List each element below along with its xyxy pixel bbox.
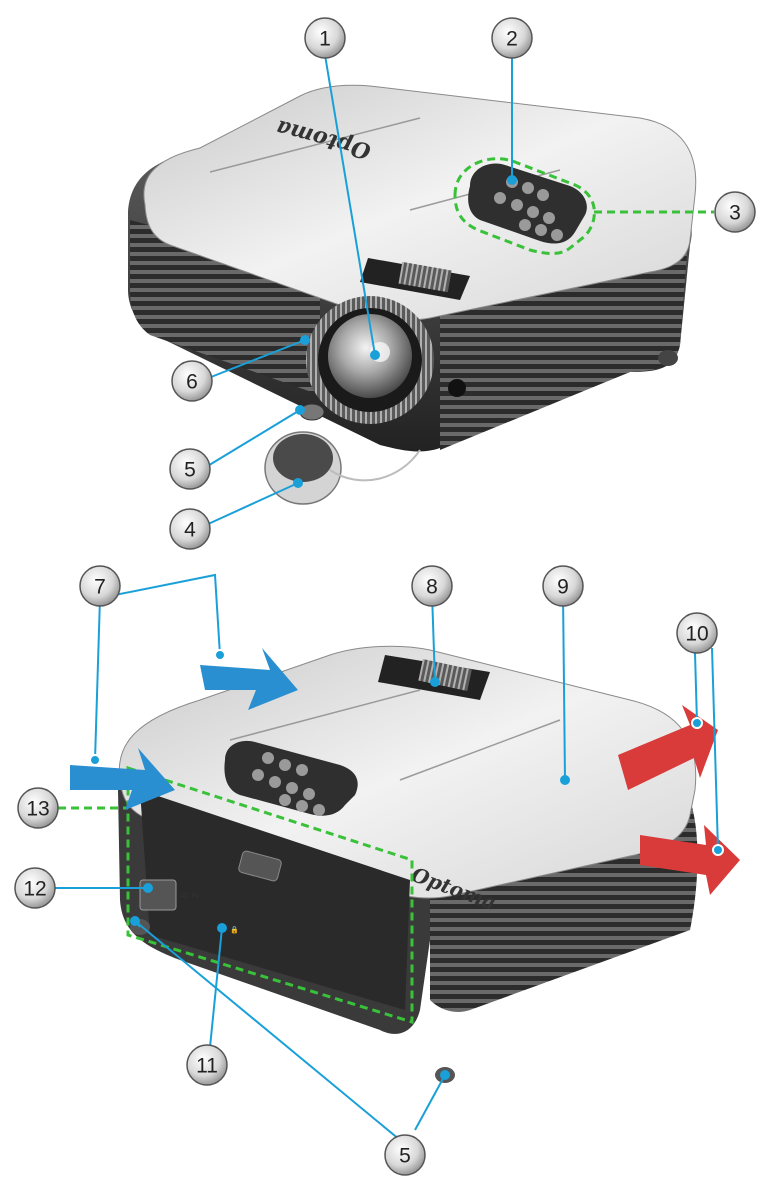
callout-bubble-5-top: 5 bbox=[169, 448, 211, 490]
io-highlight bbox=[126, 765, 414, 1025]
keypad-highlight bbox=[453, 157, 596, 255]
svg-text:2: 2 bbox=[506, 28, 518, 51]
svg-text:5: 5 bbox=[399, 1145, 411, 1168]
svg-text:13: 13 bbox=[26, 798, 49, 821]
lock-label: 🔒 bbox=[230, 926, 239, 934]
callout-bubble-3: 3 bbox=[714, 191, 756, 233]
leader-dots bbox=[89, 175, 724, 1080]
callout-bubble-4: 4 bbox=[169, 508, 211, 550]
intake-arrow-icon bbox=[70, 648, 298, 810]
svg-text:12: 12 bbox=[23, 878, 46, 901]
callout-bubble-11: 11 bbox=[186, 1044, 228, 1086]
svg-text:10: 10 bbox=[685, 623, 708, 646]
callout-bubble-6: 6 bbox=[171, 360, 213, 402]
lens-cap bbox=[264, 431, 421, 505]
svg-text:8: 8 bbox=[426, 576, 438, 599]
svg-text:11: 11 bbox=[196, 1055, 218, 1078]
io-panel bbox=[140, 790, 410, 1010]
svg-text:9: 9 bbox=[557, 576, 569, 599]
callout-bubble-10: 10 bbox=[676, 612, 718, 654]
ir-receiver bbox=[448, 379, 466, 397]
svg-text:4: 4 bbox=[184, 519, 196, 542]
keypad-rear bbox=[224, 740, 358, 816]
projector-rear-view: Optoma AC IN 🔒 bbox=[118, 645, 698, 1083]
rear-foot bbox=[658, 350, 678, 366]
zoom-ring-visible bbox=[398, 261, 452, 293]
callout-bubble-8: 8 bbox=[411, 565, 453, 607]
callout-bubble-1: 1 bbox=[304, 17, 346, 59]
callout-bubble-12: 12 bbox=[14, 867, 56, 909]
rear-lid-split bbox=[229, 689, 561, 781]
svg-text:5: 5 bbox=[184, 459, 196, 482]
power-label: AC IN bbox=[180, 893, 199, 900]
keypad-front bbox=[468, 163, 587, 244]
vga-port bbox=[238, 850, 282, 882]
svg-text:1: 1 bbox=[319, 28, 331, 51]
callout-bubble-13: 13 bbox=[17, 787, 59, 829]
svg-text:3: 3 bbox=[729, 202, 741, 225]
callout-bubble-9: 9 bbox=[542, 565, 584, 607]
svg-text:6: 6 bbox=[186, 371, 198, 394]
callout-bubble-5-bottom: 5 bbox=[384, 1134, 426, 1176]
callout-bubble-2: 2 bbox=[491, 17, 533, 59]
callout-bubble-7: 7 bbox=[79, 565, 121, 607]
svg-text:7: 7 bbox=[94, 576, 106, 599]
projector-front-view: Optoma bbox=[128, 84, 697, 505]
lens-icon bbox=[306, 296, 434, 424]
